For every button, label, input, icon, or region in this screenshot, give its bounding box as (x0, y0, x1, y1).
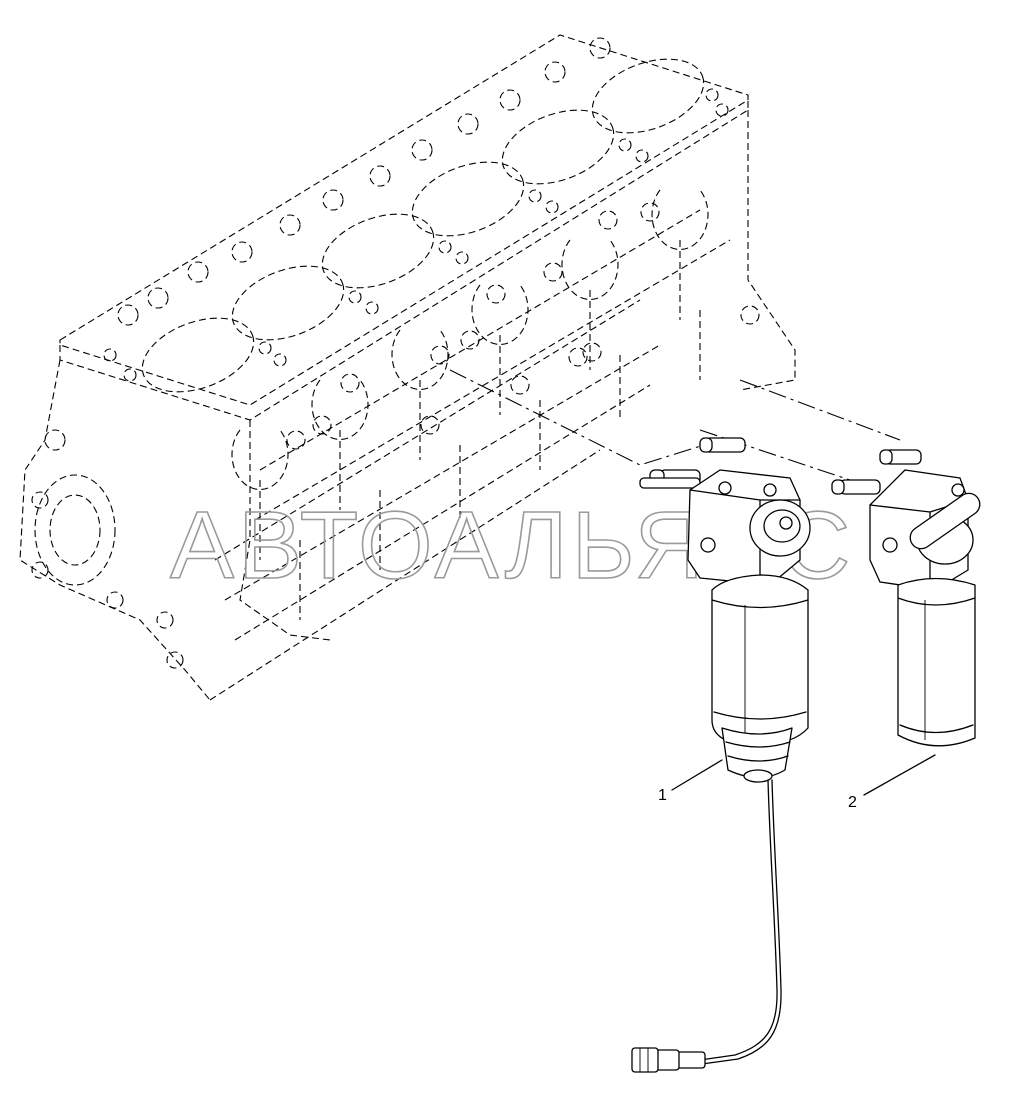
callout-1: 1 (658, 759, 723, 804)
side-bosses (286, 202, 760, 450)
water-separator-1 (721, 727, 793, 779)
callout-2: 2 (848, 754, 936, 811)
deck-holes (103, 37, 729, 382)
mounting-studs-1 (639, 437, 746, 489)
sensor-cable (699, 779, 778, 1061)
crankcase-ribs (231, 189, 709, 620)
filter-head-1 (687, 469, 801, 586)
engine-block (19, 34, 901, 701)
callout-1-label: 1 (658, 787, 667, 804)
callout-2-label: 2 (848, 794, 857, 811)
sensor-connector (631, 1047, 706, 1073)
engine-block-deck (59, 34, 749, 406)
filter-canister-2 (897, 577, 976, 747)
cylinder-bores (141, 58, 705, 393)
filter-bowl-1 (711, 574, 809, 747)
fuel-filter-assembly-2 (831, 449, 981, 747)
primer-pump-1 (749, 499, 811, 557)
engine-front-housing (31, 429, 184, 669)
fuel-filter-assembly-1 (631, 437, 811, 1073)
